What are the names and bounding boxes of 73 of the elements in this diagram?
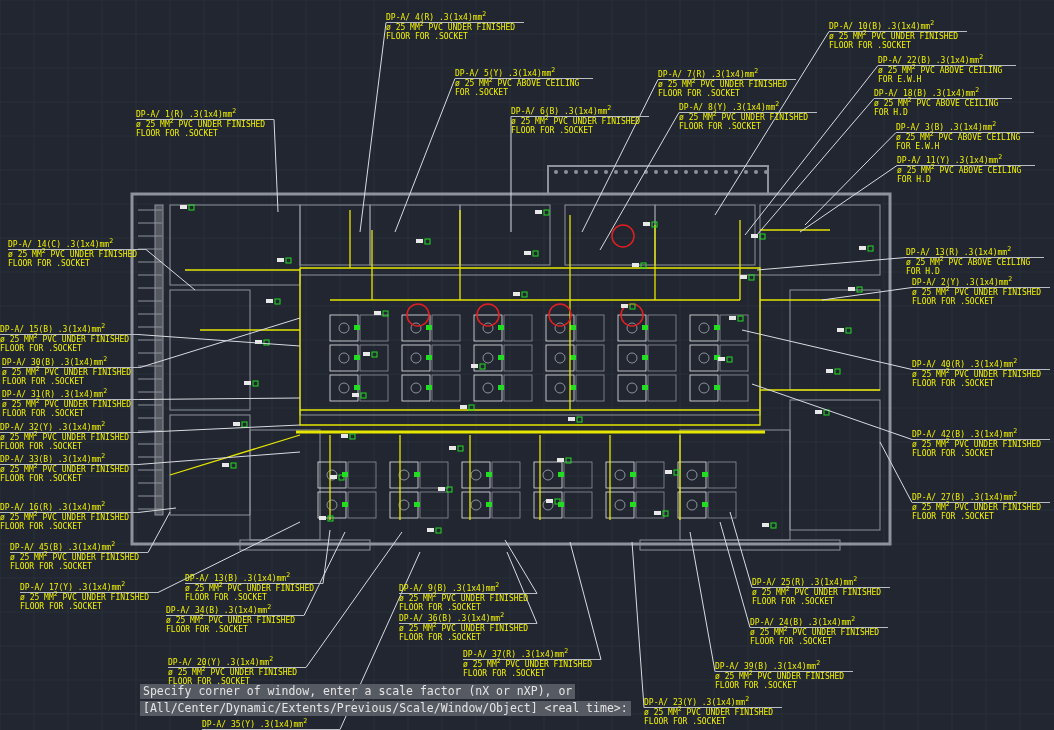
leader-line [147, 511, 171, 553]
command-line-prompt: [All/Center/Dynamic/Extents/Previous/Scale/Window/Object] <real time>: [140, 701, 631, 716]
callout-label: DP-A/ 13(R) .3(1x4)mm$^{2}$ ø 25 MM$^{2}$ PVC ABOVE CEILING FOR H.D [906, 248, 1044, 276]
leader-line [569, 541, 602, 660]
leader-line [799, 165, 898, 233]
leader-line [581, 79, 659, 233]
callout-label: DP-A/ 7(R) .3(1x4)mm$^{2}$ ø 25 MM$^{2}$ PVC UNDER FINISHED FLOOR FOR .SOCKET [658, 70, 796, 98]
leader-line [506, 551, 538, 624]
leader-line [137, 451, 301, 465]
leader-line [322, 529, 331, 584]
leader-line [804, 132, 897, 226]
leader-line [359, 22, 387, 233]
callout-label: DP-A/ 13(B) .3(1x4)mm$^{2}$ ø 25 MM$^{2}$ PVC UNDER FINISHED FLOOR FOR .SOCKET [185, 574, 323, 602]
callout-label: DP-A/ 11(Y) .3(1x4)mm$^{2}$ ø 25 MM$^{2}$ PVC ABOVE CEILING FOR H.D [897, 156, 1035, 184]
callout-label: DP-A/ 6(B) .3(1x4)mm$^{2}$ ø 25 MM$^{2}$ PVC UNDER FINISHED FLOOR FOR .SOCKET [511, 107, 649, 135]
callout-label: DP-A/ 14(C) .3(1x4)mm$^{2}$ ø 25 MM$^{2}$ PVC UNDER FINISHED FLOOR FOR .SOCKET [8, 240, 146, 268]
leader-line [273, 119, 279, 213]
leader-line [137, 507, 177, 513]
leader-line [139, 397, 301, 400]
callout-label: DP-A/ 35(Y) .3(1x4)mm$^{2}$ [202, 720, 340, 730]
callout-label: DP-A/ 5(Y) .3(1x4)mm$^{2}$ ø 25 MM$^{2}$ PVC ABOVE CEILING FOR .SOCKET [455, 69, 593, 97]
leader-line [157, 521, 301, 593]
leader-line [755, 98, 875, 237]
callout-label: DP-A/ 20(Y) .3(1x4)mm$^{2}$ ø 25 MM$^{2}$ PVC UNDER FINISHED FLOOR FOR .SOCKET [168, 658, 306, 686]
callout-label: DP-A/ 1(R) .3(1x4)mm$^{2}$ ø 25 MM$^{2}$ PVC UNDER FINISHED FLOOR FOR .SOCKET [136, 110, 274, 138]
callout-label: DP-A/ 27(B) .3(1x4)mm$^{2}$ ø 25 MM$^{2}$ PVC UNDER FINISHED FLOOR FOR .SOCKET [912, 493, 1050, 521]
callout-label: DP-A/ 2(Y) .3(1x4)mm$^{2}$ ø 25 MM$^{2}$ PVC UNDER FINISHED FLOOR FOR .SOCKET [912, 278, 1050, 306]
callout-label: DP-A/ 15(B) .3(1x4)mm$^{2}$ ø 25 MM$^{2}$ PVC UNDER FINISHED FLOOR FOR .SOCKET [0, 325, 138, 353]
callout-label: DP-A/ 40(R) .3(1x4)mm$^{2}$ ø 25 MM$^{2}$ PVC UNDER FINISHED FLOOR FOR .SOCKET [912, 360, 1050, 388]
leader-line [599, 112, 680, 251]
leader-line [714, 31, 830, 216]
callout-label: DP-A/ 31(R) .3(1x4)mm$^{2}$ ø 25 MM$^{2}$ PVC UNDER FINISHED FLOOR FOR .SOCKET [2, 390, 140, 418]
leader-line [756, 257, 907, 271]
callout-label: DP-A/ 25(R) .3(1x4)mm$^{2}$ ø 25 MM$^{2}$ PVC UNDER FINISHED FLOOR FOR .SOCKET [752, 578, 890, 606]
leader-line [821, 287, 913, 301]
callout-label: DP-A/ 18(B) .3(1x4)mm$^{2}$ ø 25 MM$^{2}$ PVC ABOVE CEILING FOR H.D [874, 89, 1012, 117]
leader-line [510, 116, 512, 233]
callout-label: DP-A/ 36(B) .3(1x4)mm$^{2}$ ø 25 MM$^{2}$ PVC UNDER FINISHED FLOOR FOR .SOCKET [399, 614, 537, 642]
leader-line [719, 521, 751, 628]
leader-line [879, 441, 913, 503]
callout-label: DP-A/ 39(B) .3(1x4)mm$^{2}$ ø 25 MM$^{2}$ PVC UNDER FINISHED FLOOR FOR .SOCKET [715, 662, 853, 690]
callout-label: DP-A/ 37(R) .3(1x4)mm$^{2}$ ø 25 MM$^{2}$ PVC UNDER FINISHED FLOOR FOR .SOCKET [463, 650, 601, 678]
callout-label: DP-A/ 32(Y) .3(1x4)mm$^{2}$ ø 25 MM$^{2}$ PVC UNDER FINISHED FLOOR FOR .SOCKET [0, 423, 138, 451]
callout-label: DP-A/ 4(R) .3(1x4)mm$^{2}$ ø 25 MM$^{2}$ PVC UNDER FINISHED FLOOR FOR .SOCKET [386, 13, 524, 41]
leader-line [689, 531, 716, 672]
leader-line [305, 531, 403, 668]
callout-label: DP-A/ 17(Y) .3(1x4)mm$^{2}$ ø 25 MM$^{2}$ PVC UNDER FINISHED FLOOR FOR .SOCKET [20, 583, 158, 611]
callout-label: DP-A/ 34(B) .3(1x4)mm$^{2}$ ø 25 MM$^{2}$ PVC UNDER FINISHED FLOOR FOR .SOCKET [166, 606, 304, 634]
callout-label: DP-A/ 16(R) .3(1x4)mm$^{2}$ ø 25 MM$^{2}$ PVC UNDER FINISHED FLOOR FOR .SOCKET [0, 503, 138, 531]
callout-label: DP-A/ 3(B) .3(1x4)mm$^{2}$ ø 25 MM$^{2}$ PVC ABOVE CEILING FOR E.W.H [896, 123, 1034, 151]
callout-label: DP-A/ 45(B) .3(1x4)mm$^{2}$ ø 25 MM$^{2}$ PVC UNDER FINISHED FLOOR FOR .SOCKET [10, 543, 148, 571]
command-line-prompt: Specify corner of window, enter a scale factor (nX or nXP), or [140, 684, 576, 699]
leader-line [303, 531, 346, 616]
callout-label: DP-A/ 10(B) .3(1x4)mm$^{2}$ ø 25 MM$^{2}$ PVC UNDER FINISHED FLOOR FOR .SOCKET [829, 22, 967, 50]
callout-label: DP-A/ 42(B) .3(1x4)mm$^{2}$ ø 25 MM$^{2}$ PVC UNDER FINISHED FLOOR FOR .SOCKET [912, 430, 1050, 458]
callout-label: DP-A/ 33(B) .3(1x4)mm$^{2}$ ø 25 MM$^{2}$ PVC UNDER FINISHED FLOOR FOR .SOCKET [0, 455, 138, 483]
leader-line [751, 383, 913, 440]
callout-label: DP-A/ 9(B) .3(1x4)mm$^{2}$ ø 25 MM$^{2}$ PVC UNDER FINISHED FLOOR FOR .SOCKET [399, 584, 537, 612]
callout-label: DP-A/ 22(B) .3(1x4)mm$^{2}$ ø 25 MM$^{2}$ PVC ABOVE CEILING FOR E.W.H [878, 56, 1016, 84]
leader-line [139, 317, 301, 368]
leader-line [504, 539, 538, 594]
callout-label: DP-A/ 8(Y) .3(1x4)mm$^{2}$ ø 25 MM$^{2}$ PVC UNDER FINISHED FLOOR FOR .SOCKET [679, 103, 817, 131]
leader-line [729, 511, 753, 588]
leader-line [631, 541, 645, 708]
callout-label: DP-A/ 30(B) .3(1x4)mm$^{2}$ ø 25 MM$^{2}$ PVC UNDER FINISHED FLOOR FOR .SOCKET [2, 358, 140, 386]
callout-label: DP-A/ 24(B) .3(1x4)mm$^{2}$ ø 25 MM$^{2}$ PVC UNDER FINISHED FLOOR FOR .SOCKET [750, 618, 888, 646]
leader-line [394, 78, 456, 233]
leader-line [145, 249, 196, 291]
leader-line [137, 334, 301, 347]
callout-label: DP-A/ 23(Y) .3(1x4)mm$^{2}$ ø 25 MM$^{2}$ PVC UNDER FINISHED FLOOR FOR .SOCKET [644, 698, 782, 726]
leader-line [137, 424, 301, 433]
leader-line [741, 329, 913, 370]
leader-line [744, 65, 879, 236]
